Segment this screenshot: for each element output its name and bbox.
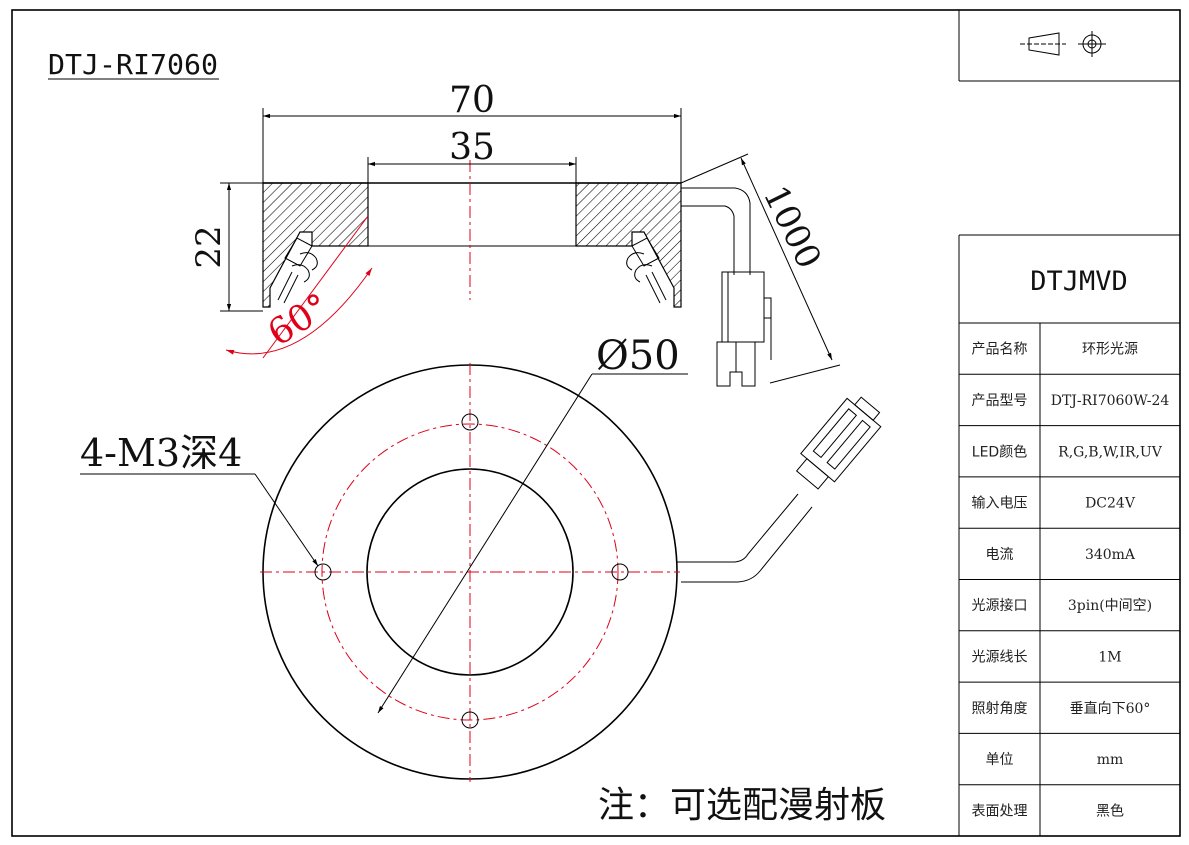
spec-value: 340mA [1085,547,1136,563]
mount-hole-right [611,563,629,581]
spec-value: R,G,B,W,IR,UV [1058,444,1163,460]
dim-height-label: 22 [189,225,229,268]
spec-label: LED颜色 [972,443,1027,460]
diffuser-note: 注：可选配漫射板 [598,785,886,826]
spec-label: 产品型号 [972,393,1028,409]
third-angle-projection-icon [1020,31,1106,57]
front-view [260,363,882,782]
spec-value: 1M [1098,649,1121,665]
projection-symbol-box [958,10,1180,82]
dim-mount-holes-label: 4-M3深4 [80,431,242,475]
spec-value: DTJ-RI7060W-24 [1051,393,1170,409]
front-connector [795,396,882,490]
side-connector [716,271,772,387]
side-cable [681,187,751,275]
brand-name: DTJMVD [1030,266,1128,297]
dim-outer-width: 70 [262,80,682,183]
dim-angle-label: 60° [261,286,337,355]
dim-mount-holes: 4-M3深4 [80,431,319,567]
spec-label: 单位 [986,752,1014,768]
drawing-border [11,9,1181,837]
mount-hole-top [461,413,479,431]
led-right [626,237,667,304]
spec-label: 产品名称 [972,342,1028,358]
dim-inner-width: 35 [367,127,577,183]
front-cable [677,493,813,583]
model-title: DTJ-RI7060 [48,48,218,81]
spec-value: mm [1097,752,1124,768]
spec-value: 垂直向下60° [1070,700,1151,717]
spec-label: 光源线长 [972,649,1028,665]
dim-height: 22 [189,182,263,312]
spec-value: DC24V [1085,496,1136,512]
spec-label: 输入电压 [972,496,1028,512]
spec-value: 3pin(中间空) [1068,598,1152,614]
side-section-view [262,160,772,387]
spec-label: 电流 [986,547,1014,563]
right-section-hatch [575,182,682,308]
dim-cable-length-label: 1000 [755,180,829,275]
dim-diameter: Ø50 [377,333,688,714]
dim-diameter-label: Ø50 [596,333,680,379]
dim-outer-width-label: 70 [449,80,495,121]
spec-label: 照射角度 [972,701,1028,717]
mount-hole-bottom [461,711,479,729]
spec-label: 表面处理 [972,803,1028,819]
inner-bore [366,468,574,676]
spec-label: 光源接口 [972,597,1028,614]
inner-opening [367,182,577,247]
spec-value: 黑色 [1096,802,1124,819]
dim-inner-width-label: 35 [449,127,495,168]
mount-hole-left [314,563,332,581]
spec-value: 环形光源 [1082,342,1138,358]
